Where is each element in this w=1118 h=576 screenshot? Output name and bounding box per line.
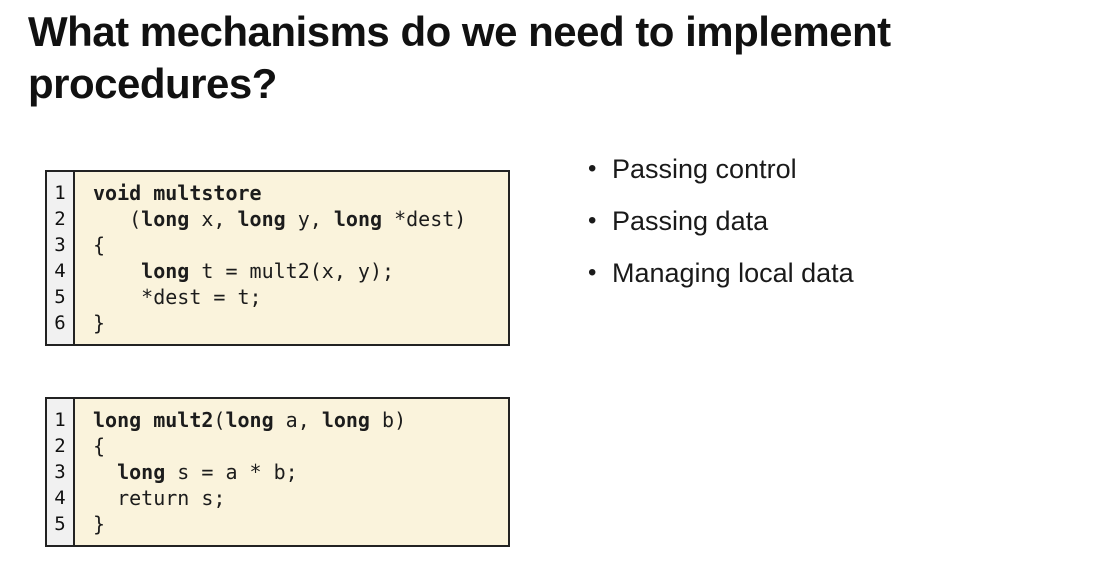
line-number: 4 (54, 487, 66, 509)
code-keyword: long mult2 (93, 408, 214, 432)
code-keyword: long (225, 408, 274, 432)
line-number: 2 (54, 435, 66, 457)
slide-title: What mechanisms do we need to implement … (28, 8, 891, 107)
code-text: *dest = t; (93, 285, 262, 309)
code-keyword: long (141, 207, 190, 231)
code-text: return s; (93, 486, 226, 510)
code-text: b) (369, 408, 407, 432)
code-line: (long x, long y, long *dest) (93, 206, 504, 232)
list-item: • Passing control (588, 153, 854, 185)
line-number: 1 (54, 409, 66, 431)
code-text: } (93, 311, 106, 335)
code-text: s = a * b; (165, 460, 298, 484)
code-keyword: void multstore (93, 181, 262, 205)
code-text: *dest) (382, 207, 467, 231)
code-text: y, (285, 207, 334, 231)
code-text: { (93, 233, 106, 257)
bullet-icon: • (588, 259, 597, 286)
code-line: long s = a * b; (93, 459, 504, 485)
code-line: } (93, 310, 504, 336)
code-line: void multstore (93, 180, 504, 206)
code-line: } (93, 511, 504, 537)
line-number: 5 (54, 513, 66, 535)
code-line: return s; (93, 485, 504, 511)
code-keyword: long (321, 408, 370, 432)
line-number: 4 (54, 260, 66, 282)
line-number: 6 (54, 312, 66, 334)
code-text (93, 460, 117, 484)
code-text: x, (189, 207, 238, 231)
line-number: 2 (54, 208, 66, 230)
code-text: t = mult2(x, y); (189, 259, 395, 283)
line-number-gutter: 1 2 3 4 5 6 (47, 172, 75, 344)
code-line: long t = mult2(x, y); (93, 258, 504, 284)
bullet-label: Passing control (612, 154, 797, 184)
code-line: { (93, 433, 504, 459)
line-number: 3 (54, 461, 66, 483)
line-number: 3 (54, 234, 66, 256)
bullet-label: Managing local data (612, 258, 854, 288)
code-text (93, 259, 141, 283)
code-keyword: long (117, 460, 166, 484)
code-keyword: long (141, 259, 190, 283)
line-number: 1 (54, 182, 66, 204)
bullet-icon: • (588, 207, 597, 234)
code-text: } (93, 512, 106, 536)
code-line: { (93, 232, 504, 258)
bullet-icon: • (588, 155, 597, 182)
code-keyword: long (237, 207, 286, 231)
code-text: ( (213, 408, 226, 432)
code-line: *dest = t; (93, 284, 504, 310)
code-listing: void multstore (long x, long y, long *de… (75, 172, 508, 344)
line-number: 5 (54, 286, 66, 308)
bullet-label: Passing data (612, 206, 769, 236)
code-listing: long mult2(long a, long b){ long s = a *… (75, 399, 508, 545)
list-item: • Passing data (588, 205, 854, 237)
code-text: ( (93, 207, 142, 231)
list-item: • Managing local data (588, 257, 854, 289)
code-text: a, (273, 408, 322, 432)
code-line: long mult2(long a, long b) (93, 407, 504, 433)
code-keyword: long (333, 207, 383, 231)
bullet-list: • Passing control • Passing data • Managing l… (588, 153, 854, 309)
code-text: { (93, 434, 106, 458)
line-number-gutter: 1 2 3 4 5 (47, 399, 75, 545)
